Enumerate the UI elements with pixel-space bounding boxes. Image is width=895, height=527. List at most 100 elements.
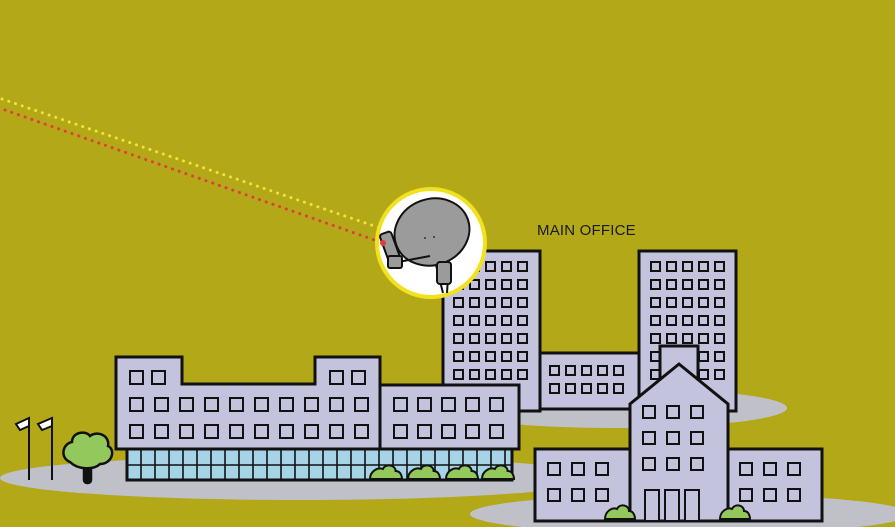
- window: [454, 316, 463, 325]
- window: [699, 316, 708, 325]
- window: [614, 384, 623, 393]
- window: [454, 370, 463, 379]
- window: [502, 316, 511, 325]
- window: [699, 298, 708, 307]
- window: [205, 398, 218, 411]
- window: [230, 425, 243, 438]
- window: [683, 334, 692, 343]
- window: [614, 366, 623, 375]
- window: [667, 432, 679, 444]
- window: [740, 463, 752, 475]
- window: [550, 366, 559, 375]
- window: [667, 458, 679, 470]
- window: [486, 298, 495, 307]
- window: [486, 352, 495, 361]
- window: [683, 316, 692, 325]
- window: [502, 298, 511, 307]
- window: [518, 352, 527, 361]
- window: [330, 425, 343, 438]
- window: [582, 366, 591, 375]
- window: [518, 370, 527, 379]
- window: [454, 334, 463, 343]
- window: [643, 406, 655, 418]
- window: [155, 425, 168, 438]
- window: [550, 384, 559, 393]
- connector-block: [535, 353, 645, 409]
- window: [715, 280, 724, 289]
- window: [788, 463, 800, 475]
- window: [715, 262, 724, 271]
- window: [130, 371, 143, 384]
- window: [764, 463, 776, 475]
- window: [643, 432, 655, 444]
- window: [394, 425, 407, 438]
- window: [470, 334, 479, 343]
- window: [518, 334, 527, 343]
- window: [651, 334, 660, 343]
- window: [180, 398, 193, 411]
- window: [470, 316, 479, 325]
- window: [651, 316, 660, 325]
- window: [130, 398, 143, 411]
- window: [486, 280, 495, 289]
- window: [691, 458, 703, 470]
- window: [598, 366, 607, 375]
- window: [470, 352, 479, 361]
- window: [305, 425, 318, 438]
- window: [490, 425, 503, 438]
- signal-beam-red: [5, 110, 383, 243]
- window: [566, 366, 575, 375]
- window: [490, 398, 503, 411]
- window: [180, 425, 193, 438]
- window: [502, 370, 511, 379]
- window: [683, 280, 692, 289]
- window: [740, 489, 752, 501]
- window: [518, 298, 527, 307]
- window: [667, 334, 676, 343]
- window: [466, 398, 479, 411]
- window: [683, 262, 692, 271]
- window: [651, 262, 660, 271]
- window: [643, 458, 655, 470]
- window: [442, 398, 455, 411]
- window: [418, 398, 431, 411]
- window: [305, 398, 318, 411]
- window: [394, 398, 407, 411]
- window: [352, 371, 365, 384]
- window: [691, 432, 703, 444]
- window: [788, 489, 800, 501]
- window: [355, 425, 368, 438]
- entrance-door: [645, 490, 699, 521]
- window: [486, 316, 495, 325]
- window: [667, 316, 676, 325]
- window: [280, 398, 293, 411]
- window: [683, 298, 692, 307]
- window: [699, 352, 708, 361]
- window: [230, 398, 243, 411]
- window: [502, 262, 511, 271]
- window: [205, 425, 218, 438]
- window: [651, 280, 660, 289]
- window: [442, 425, 455, 438]
- window: [152, 371, 165, 384]
- window: [255, 425, 268, 438]
- window: [470, 370, 479, 379]
- window: [715, 370, 724, 379]
- window: [502, 334, 511, 343]
- window: [466, 425, 479, 438]
- window: [130, 425, 143, 438]
- window: [651, 298, 660, 307]
- window: [715, 334, 724, 343]
- window: [699, 370, 708, 379]
- window: [355, 398, 368, 411]
- window: [699, 334, 708, 343]
- signal-beam-yellow: [2, 99, 383, 229]
- window: [699, 280, 708, 289]
- window: [518, 316, 527, 325]
- main-office-label: MAIN OFFICE: [537, 222, 636, 239]
- window: [667, 280, 676, 289]
- window: [715, 298, 724, 307]
- window: [596, 489, 608, 501]
- window: [280, 425, 293, 438]
